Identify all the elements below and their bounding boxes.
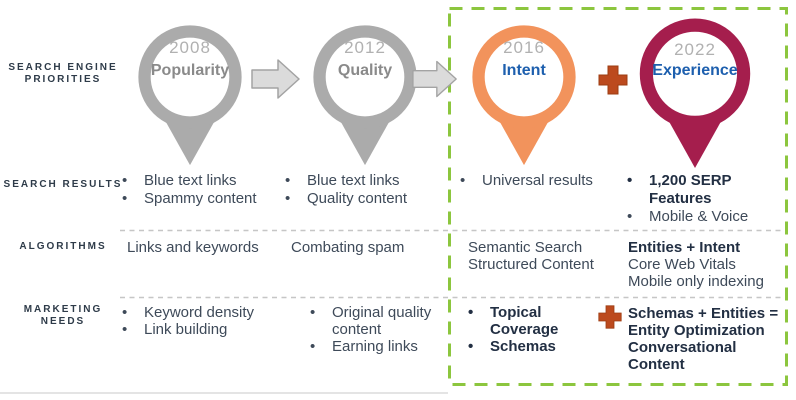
plus-icon	[598, 305, 622, 329]
marketing-needs-2012-cell: Original quality content Earning links	[310, 304, 442, 355]
list-item-text: Link building	[144, 321, 228, 338]
search-results-2022-cell: 1,200 SERP Features Mobile & Voice	[627, 172, 796, 226]
pin-2016: 2016 Intent	[467, 23, 581, 167]
cell-text: Structured Content	[468, 256, 594, 273]
list-item: Original quality content	[310, 304, 442, 338]
list-item: Mobile & Voice	[627, 208, 796, 226]
map-pin-icon	[313, 25, 417, 166]
list-item-text: Keyword density	[144, 304, 255, 321]
algorithms-2016-cell: Semantic Search Structured Content	[468, 239, 628, 273]
list-item: Topical Coverage	[468, 304, 608, 338]
pin-year: 2016	[503, 38, 545, 57]
cell-text: Conversational	[628, 339, 737, 356]
pin-2012: 2012 Quality	[308, 23, 422, 167]
right-arrow-icon	[251, 59, 300, 99]
plus-icon	[598, 65, 628, 95]
marketing-needs-2008-cell: Keyword density Link building	[122, 304, 282, 338]
list-item-text: 1,200 SERP Features	[649, 172, 732, 207]
marketing-needs-2016-cell: Topical Coverage Schemas	[468, 304, 608, 355]
map-pin-icon	[639, 18, 751, 168]
list-item: Link building	[122, 321, 282, 338]
search-results-2008-cell: Blue text links Spammy content	[122, 172, 282, 208]
algorithms-2022-cell: Entities + Intent Core Web Vitals Mobile…	[628, 239, 796, 290]
cell-text: Combating spam	[291, 239, 405, 256]
list-item: 1,200 SERP Features	[627, 172, 796, 208]
cell-text: Semantic Search	[468, 239, 583, 256]
list-item-text: Blue text links	[144, 172, 237, 189]
list-item-text: Spammy content	[144, 190, 257, 207]
search-results-2012-cell: Blue text links Quality content	[285, 172, 445, 208]
list-item-text: Earning links	[332, 338, 418, 355]
pin-label: Quality	[337, 62, 393, 79]
list-item: Keyword density	[122, 304, 282, 321]
right-arrow-icon	[412, 60, 457, 98]
map-pin-icon	[472, 25, 576, 166]
row-label-marketing-needs: MARKETING NEEDS	[23, 304, 103, 327]
cell-text: Entities + Intent	[628, 239, 741, 256]
list-item-text: Blue text links	[307, 172, 400, 189]
pin-label: Popularity	[150, 62, 230, 79]
search-results-2016-cell: Universal results	[460, 172, 620, 190]
row-label-search-engine-priorities: SEARCH ENGINE PRIORITIES	[8, 62, 118, 85]
cell-text: Schemas + Entities =	[628, 305, 779, 322]
pin-label: Intent	[502, 62, 546, 79]
pin-2022: 2022 Experience	[634, 16, 756, 170]
cell-text: Core Web Vitals	[628, 256, 736, 273]
list-item-text: Original quality content	[332, 304, 432, 338]
list-item-text: Universal results	[482, 172, 593, 189]
cell-text: Content	[628, 356, 685, 373]
pin-year: 2012	[344, 38, 386, 57]
highlight-box-border	[448, 7, 788, 386]
pin-2008: 2008 Popularity	[133, 23, 247, 167]
row-label-algorithms: ALGORITHMS	[19, 241, 107, 252]
cell-text: Links and keywords	[127, 239, 259, 256]
row-divider	[120, 229, 784, 232]
list-item: Earning links	[310, 338, 442, 355]
list-item-text: Mobile & Voice	[649, 208, 749, 225]
list-item-text: Quality content	[307, 190, 408, 207]
cell-text: Mobile only indexing	[628, 273, 764, 290]
list-item-text: Topical Coverage	[490, 304, 559, 338]
list-item: Quality content	[285, 190, 445, 208]
algorithms-2008-cell: Links and keywords	[127, 239, 287, 256]
map-pin-icon	[138, 25, 242, 166]
pin-year: 2008	[169, 38, 211, 57]
pin-label: Experience	[652, 62, 738, 79]
cell-text: Entity Optimization	[628, 322, 765, 339]
list-item: Universal results	[460, 172, 620, 190]
list-item: Spammy content	[122, 190, 282, 208]
slide-bottom-edge	[0, 392, 448, 394]
list-item: Blue text links	[122, 172, 282, 190]
row-label-search-results: SEARCH RESULTS	[3, 179, 123, 190]
list-item-text: Schemas	[490, 338, 556, 355]
algorithms-2012-cell: Combating spam	[291, 239, 451, 256]
highlight-box	[448, 7, 788, 386]
list-item: Blue text links	[285, 172, 445, 190]
row-divider	[120, 296, 784, 299]
pin-year: 2022	[674, 40, 716, 59]
marketing-needs-2022-cell: Schemas + Entities = Entity Optimization…	[628, 305, 796, 373]
list-item: Schemas	[468, 338, 608, 355]
